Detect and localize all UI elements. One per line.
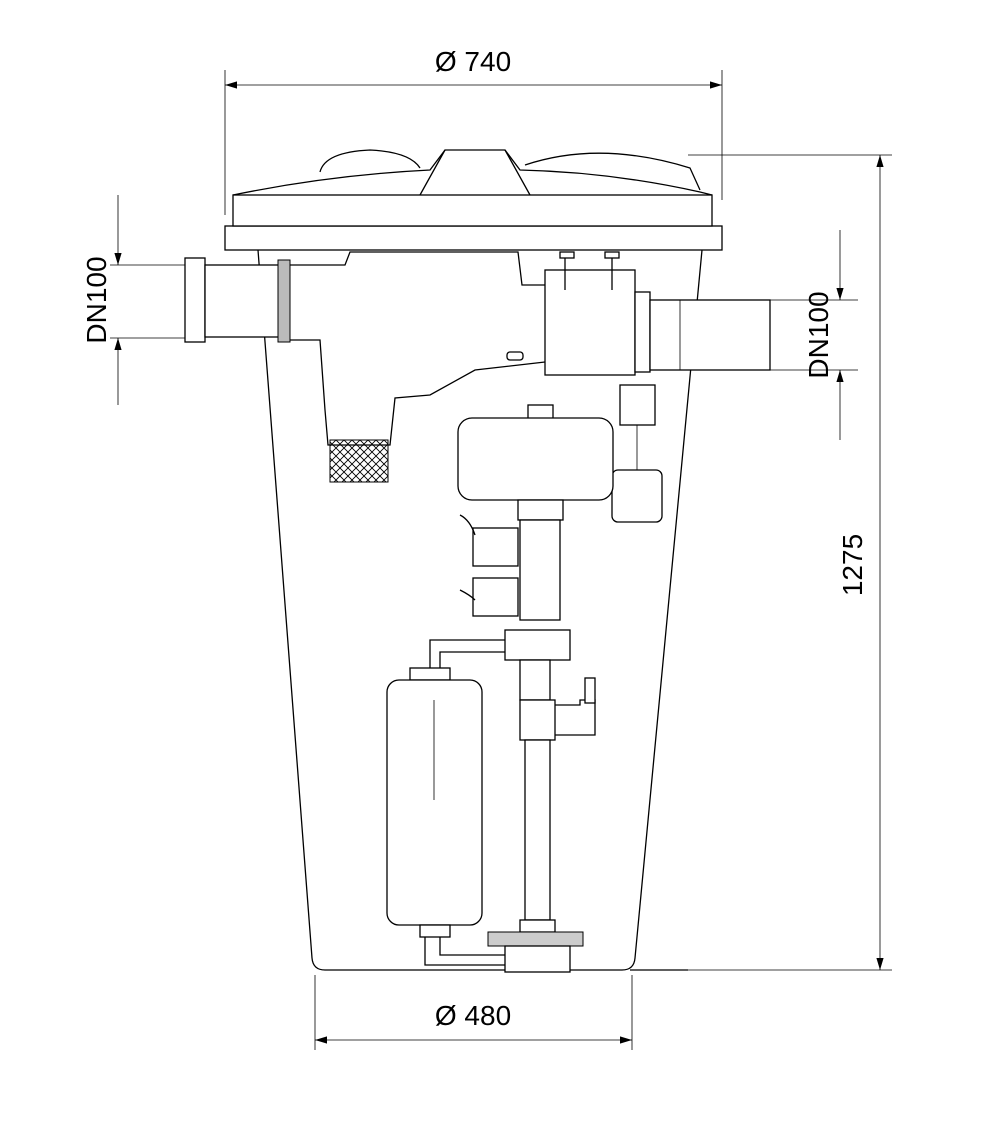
bottom-diameter-dimension: Ø 480	[314, 975, 633, 1050]
tank-body	[224, 149, 723, 971]
inlet-pipe	[184, 257, 291, 343]
top-diameter-dimension: Ø 740	[224, 46, 723, 215]
pressure-vessel	[386, 639, 505, 966]
pump-motor	[457, 404, 614, 661]
outlet-valve	[544, 251, 771, 523]
inlet-dimension: DN100	[81, 195, 190, 405]
top-diameter-label: Ø 740	[435, 46, 511, 77]
outlet-label: DN100	[803, 291, 834, 378]
bottom-diameter-label: Ø 480	[435, 1000, 511, 1031]
inlet-label: DN100	[81, 256, 112, 343]
height-dimension: 1275	[635, 154, 892, 971]
outlet-dimension: DN100	[770, 230, 858, 440]
height-label: 1275	[837, 534, 868, 596]
riser-pipe	[487, 659, 596, 973]
inlet-chamber	[290, 251, 546, 483]
